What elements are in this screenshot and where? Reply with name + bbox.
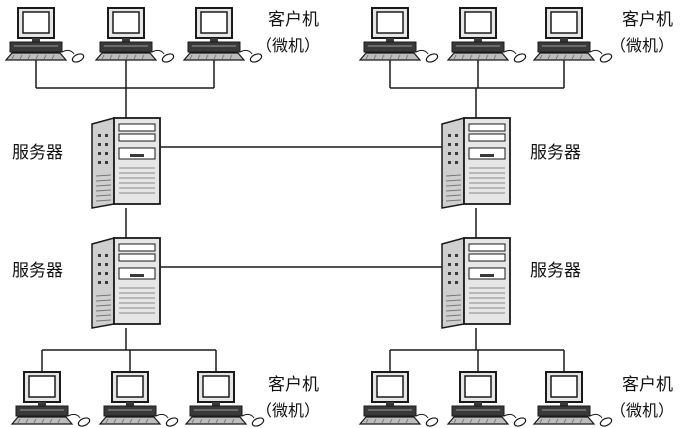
client-label-top-right: 客户机	[622, 10, 673, 30]
client-sub-label-bottom-right: （微机）	[610, 401, 675, 420]
server-label-top-left: 服务器	[12, 143, 63, 163]
client-computer-icon-bottom-left-1	[10, 371, 91, 427]
client-computer-icon-bottom-left-2	[98, 371, 179, 427]
server-label-bottom-right: 服务器	[530, 261, 581, 281]
server-label-bottom-left: 服务器	[12, 261, 63, 281]
client-sub-label-top-left: （微机）	[256, 36, 321, 55]
client-computer-icon-top-left-3	[182, 7, 263, 63]
client-computer-icon-bottom-right-1	[358, 371, 439, 427]
client-computer-icon-top-left-2	[94, 7, 175, 63]
client-sub-label-top-right: （微机）	[610, 36, 675, 55]
server-label-top-right: 服务器	[530, 143, 581, 163]
servers-layer	[91, 117, 511, 329]
client-computer-icon-bottom-right-3	[532, 371, 613, 427]
server-bottom-right-icon	[441, 237, 511, 329]
network-links	[35, 52, 565, 372]
client-computer-icon-top-left-1	[4, 7, 85, 63]
client-computer-icon-top-right-2	[446, 7, 527, 63]
server-bottom-left-icon	[91, 237, 161, 329]
client-computer-icon-bottom-left-3	[184, 371, 265, 427]
server-top-left-icon	[91, 117, 161, 209]
clients-layer	[4, 7, 613, 427]
client-computer-icon-bottom-right-2	[446, 371, 527, 427]
client-sub-label-bottom-left: （微机）	[256, 401, 321, 420]
client-label-bottom-right: 客户机	[622, 375, 673, 395]
client-label-bottom-left: 客户机	[268, 375, 319, 395]
client-computer-icon-top-right-3	[532, 7, 613, 63]
client-computer-icon-top-right-1	[358, 7, 439, 63]
server-top-right-icon	[441, 117, 511, 209]
client-label-top-left: 客户机	[268, 10, 319, 30]
